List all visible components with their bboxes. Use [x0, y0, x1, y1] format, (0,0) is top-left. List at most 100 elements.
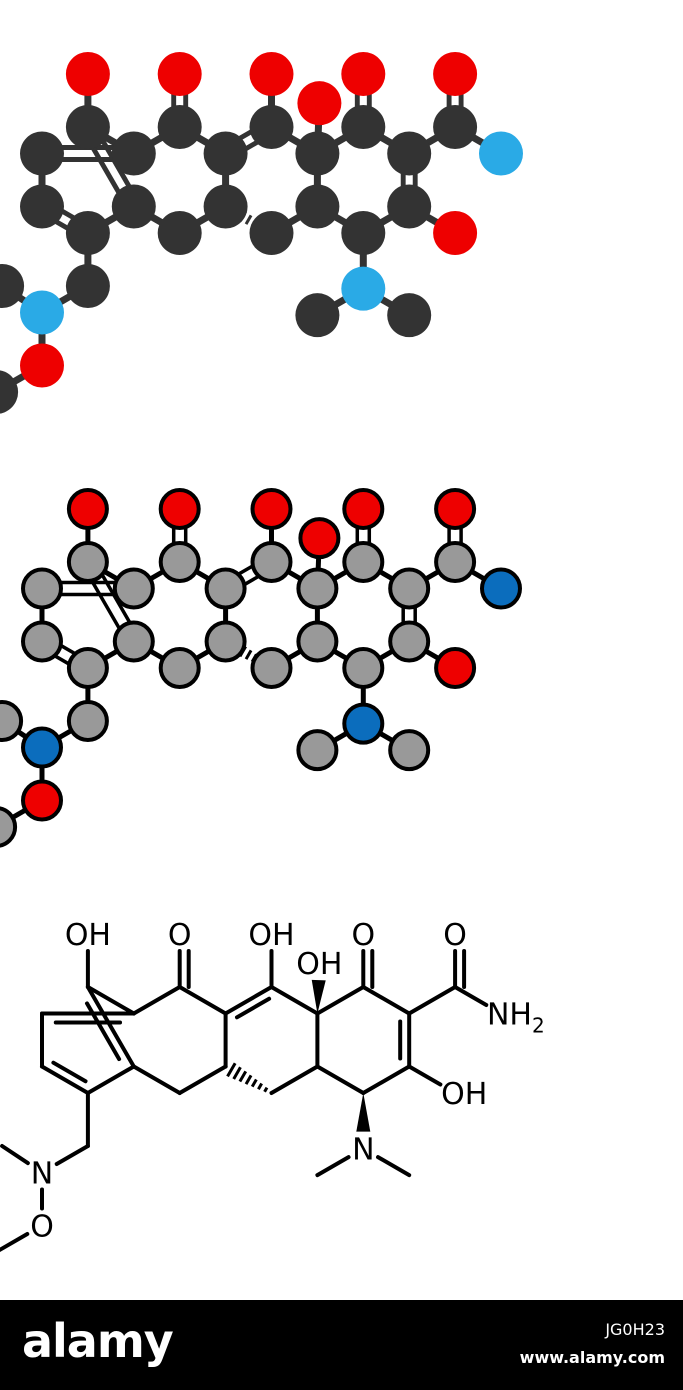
bond-a3-a4-inner [51, 1060, 88, 1084]
atom-d4-c [388, 620, 431, 663]
atom-ch2-c [66, 700, 109, 742]
atom-a4-c [66, 647, 109, 689]
bond-c3-b4-hash-5 [238, 1070, 248, 1083]
atom-a6-c [65, 105, 110, 149]
bond-ca-n1 [453, 985, 489, 1007]
atom-me3-c [0, 700, 24, 742]
bond-c3-b4-hash-4 [244, 1074, 253, 1085]
atom-o4-o [20, 343, 64, 388]
atom-b6-c [157, 105, 202, 149]
atom-label-n1: NH2 [487, 998, 545, 1038]
atom-label-o2: O [351, 918, 375, 953]
bond-b4-b3 [177, 1064, 228, 1095]
atom-a4-c [65, 211, 110, 255]
atom-c4-c [295, 184, 340, 229]
atom-o2-o [342, 488, 385, 530]
atom-a3-c [21, 620, 63, 663]
bond-c3-b4-hash-3 [250, 1078, 258, 1088]
atom-label-oh4-text: OH [441, 1077, 487, 1112]
atom-ca-c [433, 105, 478, 149]
bond-n3-me3 [0, 1144, 30, 1166]
atom-label-o3: O [443, 918, 467, 953]
bond-a6-a1 [85, 985, 136, 1016]
atom-o1-o [158, 488, 201, 530]
bond-d6-d5 [361, 985, 412, 1016]
atom-a2-c [20, 131, 64, 176]
flat-ball-model [0, 488, 522, 848]
bond-b5-c6-inner [234, 996, 272, 1020]
atom-n1-n [478, 131, 523, 176]
atom-c5-c [296, 567, 339, 610]
bond-a5-a6-inner [84, 1001, 122, 1062]
atom-b6-c [158, 541, 201, 583]
bond-d5-ca [407, 985, 458, 1016]
atom-label-oh2-text: OH [248, 918, 294, 953]
bond-c6-c5 [269, 985, 320, 1016]
atom-label-oh4: OH [441, 1077, 487, 1112]
atom-n3-n [20, 290, 64, 335]
atom-d3-c [341, 211, 386, 255]
atom-a5-c [112, 620, 155, 663]
atom-d5-c [388, 567, 431, 610]
atom-me1-c [296, 729, 339, 772]
bond-a4-a5 [85, 1064, 136, 1095]
atom-oh3-o [297, 81, 342, 126]
bond-o4-me4 [0, 1232, 30, 1253]
bond-c3-b4-hash-4 [244, 214, 253, 225]
atom-oh1-o [65, 52, 110, 96]
atom-label-o4: O [30, 1210, 54, 1245]
atom-label-o3-text: O [443, 918, 467, 953]
bond-d3-c4 [315, 1064, 366, 1095]
atom-oh4-o [433, 211, 478, 255]
atom-a1-c [112, 567, 155, 610]
bond-c3-b4-hash-4 [244, 649, 253, 660]
atom-oh2-o [249, 52, 294, 96]
atom-label-oh1: OH [65, 918, 111, 953]
atom-c6-c [250, 541, 293, 583]
bond-c3-b4-hash-6 [232, 1066, 242, 1080]
bond-b5-c6 [223, 985, 274, 1016]
atom-label-o1-text: O [168, 918, 192, 953]
bond-c5-oh3-wedge [311, 979, 326, 1014]
atom-label-oh3: OH [296, 947, 342, 982]
atom-label-n3: N [31, 1157, 53, 1192]
atom-c3-c [249, 211, 294, 255]
atom-b3-c [157, 211, 202, 255]
bond-n2-me1 [315, 1155, 351, 1178]
image-id: JG0H23 [605, 1320, 665, 1339]
atom-b5-c [203, 131, 248, 176]
site-url: www.alamy.com [519, 1348, 665, 1367]
atom-o3-o [433, 52, 478, 96]
atom-me1-c [295, 293, 340, 338]
atom-a1-c [111, 131, 156, 176]
atom-label-o1: O [168, 918, 192, 953]
bond-c5-d6 [315, 985, 366, 1016]
bond-d3-n2-wedge [356, 1093, 371, 1132]
atom-oh1-o [66, 488, 109, 530]
atom-label-oh2: OH [248, 918, 294, 953]
bond-c4-c3 [269, 1064, 320, 1095]
atom-oh4-o [434, 647, 477, 689]
atom-a5-c [111, 184, 156, 229]
atom-ca-c [434, 541, 477, 583]
atom-o2-o [341, 52, 386, 96]
atom-c4-c [296, 620, 339, 663]
atom-label-oh1-text: OH [65, 918, 111, 953]
atom-label-o2-text: O [351, 918, 375, 953]
atom-a2-c [21, 567, 63, 610]
atom-ch2-c [65, 264, 110, 308]
bond-c3-b4-hash-7 [226, 1062, 237, 1078]
atom-b4-c [204, 620, 247, 663]
atom-a3-c [20, 184, 64, 229]
atom-n3-n [21, 726, 63, 769]
atom-c5-c [295, 131, 340, 176]
atom-label-n1-subscript: 2 [532, 1014, 545, 1038]
atom-label-o4-text: O [30, 1210, 54, 1245]
bond-b6-b5 [177, 985, 228, 1016]
atom-label-n2-text: N [352, 1133, 374, 1168]
atom-o1-o [157, 52, 202, 96]
atom-me3-c [0, 264, 25, 308]
atom-label-n3-text: N [31, 1157, 53, 1192]
atom-n2-n [341, 266, 386, 311]
